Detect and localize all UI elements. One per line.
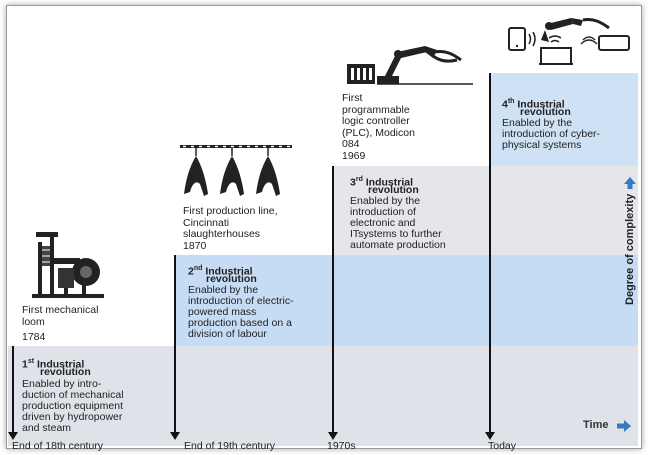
era-label-2: End of 19th century	[184, 440, 276, 452]
time-axis-label: Time	[583, 419, 609, 431]
event-3-year: 1969	[342, 150, 366, 162]
stage-2-block	[175, 255, 638, 346]
robot-arm-icon	[345, 40, 475, 88]
timeline-arrow-4	[489, 73, 491, 434]
complexity-axis-label: Degree of complexity	[624, 193, 636, 305]
revolution-2-title: 2nd Industrial	[188, 265, 253, 278]
era-label-3: 1970s	[327, 440, 356, 452]
timeline-arrow-1-head	[8, 432, 18, 440]
revolution-3-subtitle: revolution	[368, 184, 419, 196]
revolution-4-subtitle: revolution	[520, 106, 571, 118]
complexity-arrow-icon	[623, 176, 637, 195]
revolution-4-title: 4th Industrial	[502, 98, 565, 111]
stage-1-block	[8, 346, 638, 446]
timeline-arrow-2-head	[170, 432, 180, 440]
revolution-1-title: 1st Industrial	[22, 358, 85, 371]
event-1-year: 1784	[22, 331, 46, 343]
production-line-icon	[180, 144, 292, 200]
timeline-arrow-1	[12, 346, 14, 434]
revolution-1-subtitle: revolution	[40, 366, 91, 378]
era-label-4: Today	[488, 440, 517, 452]
timeline-arrow-3	[332, 166, 334, 434]
stage-3-block	[333, 166, 638, 255]
timeline-arrow-3-head	[328, 432, 338, 440]
connected-devices-icon	[505, 10, 635, 68]
loom-icon	[28, 228, 108, 300]
era-label-1: End of 18th century	[12, 440, 104, 452]
timeline-arrow-4-head	[485, 432, 495, 440]
stage-4-block	[490, 73, 638, 166]
revolution-3-title: 3rd Industrial	[350, 176, 414, 189]
time-arrow-icon	[616, 419, 632, 438]
revolution-2-subtitle: revolution	[206, 273, 257, 285]
event-2-year: 1870	[183, 240, 207, 252]
timeline-arrow-2	[174, 255, 176, 434]
